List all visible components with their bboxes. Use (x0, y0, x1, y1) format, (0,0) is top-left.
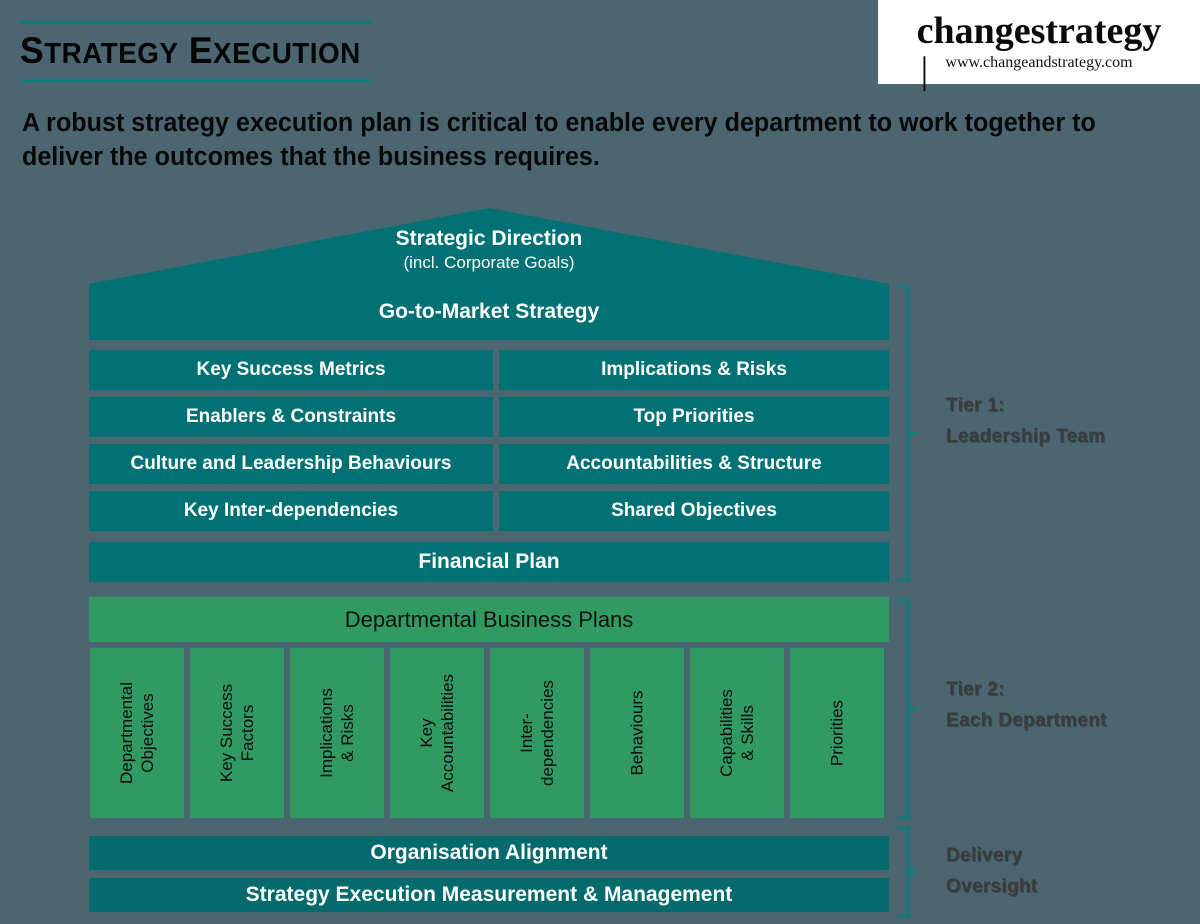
subtitle-text: A robust strategy execution plan is crit… (22, 106, 1165, 174)
tier2-label: Tier 2: Each Department (946, 674, 1107, 736)
departmental-column-label-6: Behaviours (627, 690, 647, 776)
delivery-oversight-label: Delivery Oversight (946, 840, 1037, 902)
departmental-business-plans-bar[interactable]: Departmental Business Plans (89, 597, 889, 642)
departmental-column-label-7: Capabilities& Skills (717, 689, 757, 777)
departmental-column-label-5: Inter-dependencies (517, 680, 557, 786)
subtitle-suffix: is critical to enable every department t… (22, 109, 1096, 171)
page-title: STRATEGY EXECUTION (20, 30, 361, 71)
tier2-label-line2: Each Department (946, 710, 1107, 731)
departmental-column-label-3: Implications& Risks (317, 688, 357, 778)
departmental-column-5[interactable]: Inter-dependencies (490, 648, 584, 818)
departmental-column-7[interactable]: Capabilities& Skills (690, 648, 784, 818)
strategy-execution-measurement-bar[interactable]: Strategy Execution Measurement & Managem… (89, 878, 889, 912)
departmental-column-8[interactable]: Priorities (790, 648, 884, 818)
delivery-oversight-label-line1: Delivery (946, 845, 1023, 866)
subtitle-prefix: A robust (22, 109, 132, 137)
go-to-market-strategy-bar[interactable]: Go-to-Market Strategy (89, 284, 889, 340)
brand-logo: change| strategy www.changeandstrategy.co… (878, 0, 1200, 91)
title-rule-top (20, 21, 372, 24)
tier2-bracket (896, 598, 918, 820)
tier1-cell-right-4[interactable]: Shared Objectives (499, 491, 889, 531)
tier1-cell-left-1[interactable]: Key Success Metrics (89, 350, 493, 390)
tier1-cell-right-3[interactable]: Accountabilities & Structure (499, 444, 889, 484)
tier1-cell-left-4[interactable]: Key Inter-dependencies (89, 491, 493, 531)
roof-triangle: Strategic Direction (incl. Corporate Goa… (88, 208, 890, 284)
tier1-cell-right-2[interactable]: Top Priorities (499, 397, 889, 437)
tier2-label-line1: Tier 2: (946, 679, 1005, 700)
tier1-bracket (896, 285, 918, 582)
subtitle-emphasis: strategy execution plan (131, 109, 412, 137)
logo-url: www.changeandstrategy.com (945, 53, 1133, 71)
tier1-label: Tier 1: Leadership Team (946, 390, 1105, 452)
logo-word-right: strategy (1030, 10, 1162, 53)
organisation-alignment-bar[interactable]: Organisation Alignment (89, 836, 889, 870)
tier1-cell-left-3[interactable]: Culture and Leadership Behaviours (89, 444, 493, 484)
logo-wordmark: change| strategy (916, 10, 1162, 91)
logo-separator: | (920, 49, 929, 92)
tier1-label-line1: Tier 1: (946, 395, 1005, 416)
delivery-oversight-label-line2: Oversight (946, 876, 1038, 897)
departmental-column-label-8: Priorities (827, 699, 847, 767)
tier1-cell-right-1[interactable]: Implications & Risks (499, 350, 889, 390)
title-rule-bottom (20, 79, 372, 82)
departmental-column-6[interactable]: Behaviours (590, 648, 684, 818)
delivery-oversight-bracket (896, 826, 918, 918)
departmental-column-3[interactable]: Implications& Risks (290, 648, 384, 818)
tier1-label-line2: Leadership Team (946, 426, 1106, 447)
financial-plan-bar[interactable]: Financial Plan (89, 542, 889, 582)
logo-word-left: change (916, 10, 1031, 53)
tier1-cell-left-2[interactable]: Enablers & Constraints (89, 397, 493, 437)
